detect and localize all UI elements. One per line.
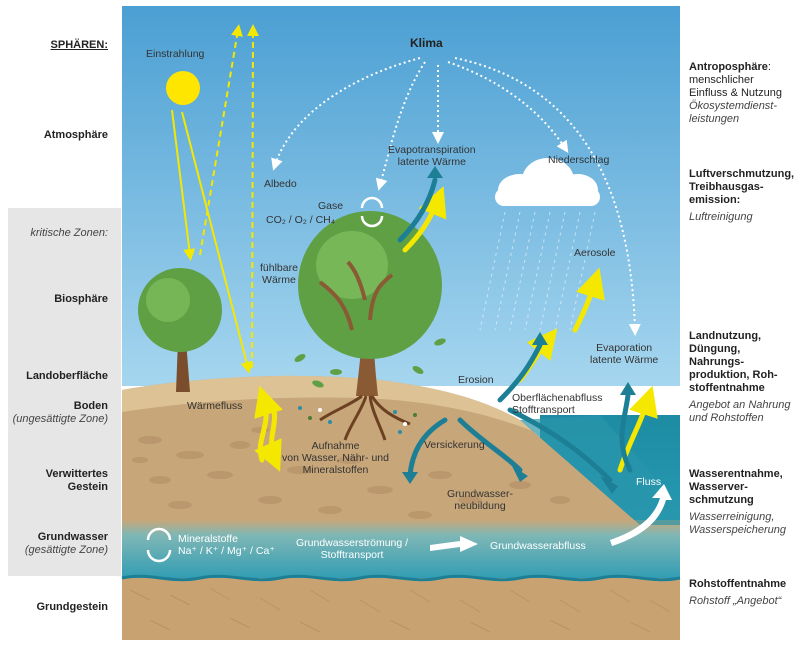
gas-exchange-icon: [360, 196, 384, 228]
groundwater-flow-arrows: [430, 484, 672, 552]
bedrock-label: Grundgestein: [36, 601, 108, 613]
bedrock-texture: [129, 587, 671, 633]
fluss-label: Fluss: [636, 476, 662, 488]
groundwater-zone: [122, 520, 680, 580]
atmosphere-label: Atmosphäre: [43, 129, 108, 141]
water-arrows: [397, 177, 633, 483]
small-tree-icon: [138, 268, 222, 392]
raw-material-block: Rohstoffentnahme Rohstoff „Angebot“: [689, 578, 787, 607]
mineral-dots: [298, 406, 417, 434]
versickerung-label: Versickerung: [424, 439, 485, 451]
gase-formula-label: CO₂ / O₂ / CH₄: [266, 214, 336, 226]
sun-icon: [166, 71, 200, 105]
grundwasserneubildung-label: Grundwasser-neubildung: [447, 488, 513, 512]
land-surface-label: Landoberfläche: [26, 370, 108, 382]
land-use-block: Landnutzung, Düngung, Nahrungs- produkti…: [689, 330, 791, 424]
critical-zones-label: kritische Zonen:: [30, 227, 108, 239]
spheres-title: SPHÄREN:: [50, 39, 108, 51]
mineral-exchange-icon: [146, 527, 172, 563]
niederschlag-label: Niederschlag: [548, 154, 610, 166]
soil-label: Boden(ungesättigte Zone): [12, 400, 108, 425]
groundwater-label: Grundwasser(gesättigte Zone): [24, 531, 108, 556]
air-pollution-block: Luftverschmutzung, Treibhausgas- emissio…: [689, 168, 795, 223]
gase-label: Gase: [318, 200, 344, 212]
rain: [479, 211, 596, 331]
waermefluss-label: Wärmefluss: [187, 400, 243, 412]
falling-leaves: [294, 338, 446, 388]
cloud-icon: [495, 158, 600, 206]
weathered-rock-texture: [132, 427, 570, 519]
aerosole-label: Aerosole: [574, 247, 616, 259]
water-use-block: Wasserentnahme, Wasserver- schmutzung Wa…: [689, 468, 787, 536]
bedrock: [122, 578, 680, 640]
radiation-arrows: [171, 24, 259, 374]
critical-zones-band: [8, 208, 121, 576]
anthroposphere-block: Antroposphäre: menschlicher Einfluss & N…: [689, 61, 782, 125]
groundwater-surface-line: [121, 574, 681, 582]
grundwasserabfluss-label: Grundwasserabfluss: [490, 540, 586, 552]
erosion-label: Erosion: [458, 374, 494, 386]
water-arrow-heads: [402, 166, 636, 494]
climate-arrows: [271, 57, 641, 336]
albedo-label: Albedo: [264, 178, 297, 190]
einstrahlung-label: Einstrahlung: [146, 48, 205, 60]
klima-label: Klima: [410, 36, 443, 50]
biosphere-label: Biosphäre: [54, 293, 108, 305]
grundwasserstroemung-label: Grundwasserströmung /Stofftransport: [296, 537, 409, 561]
ground-surface: [122, 375, 535, 432]
